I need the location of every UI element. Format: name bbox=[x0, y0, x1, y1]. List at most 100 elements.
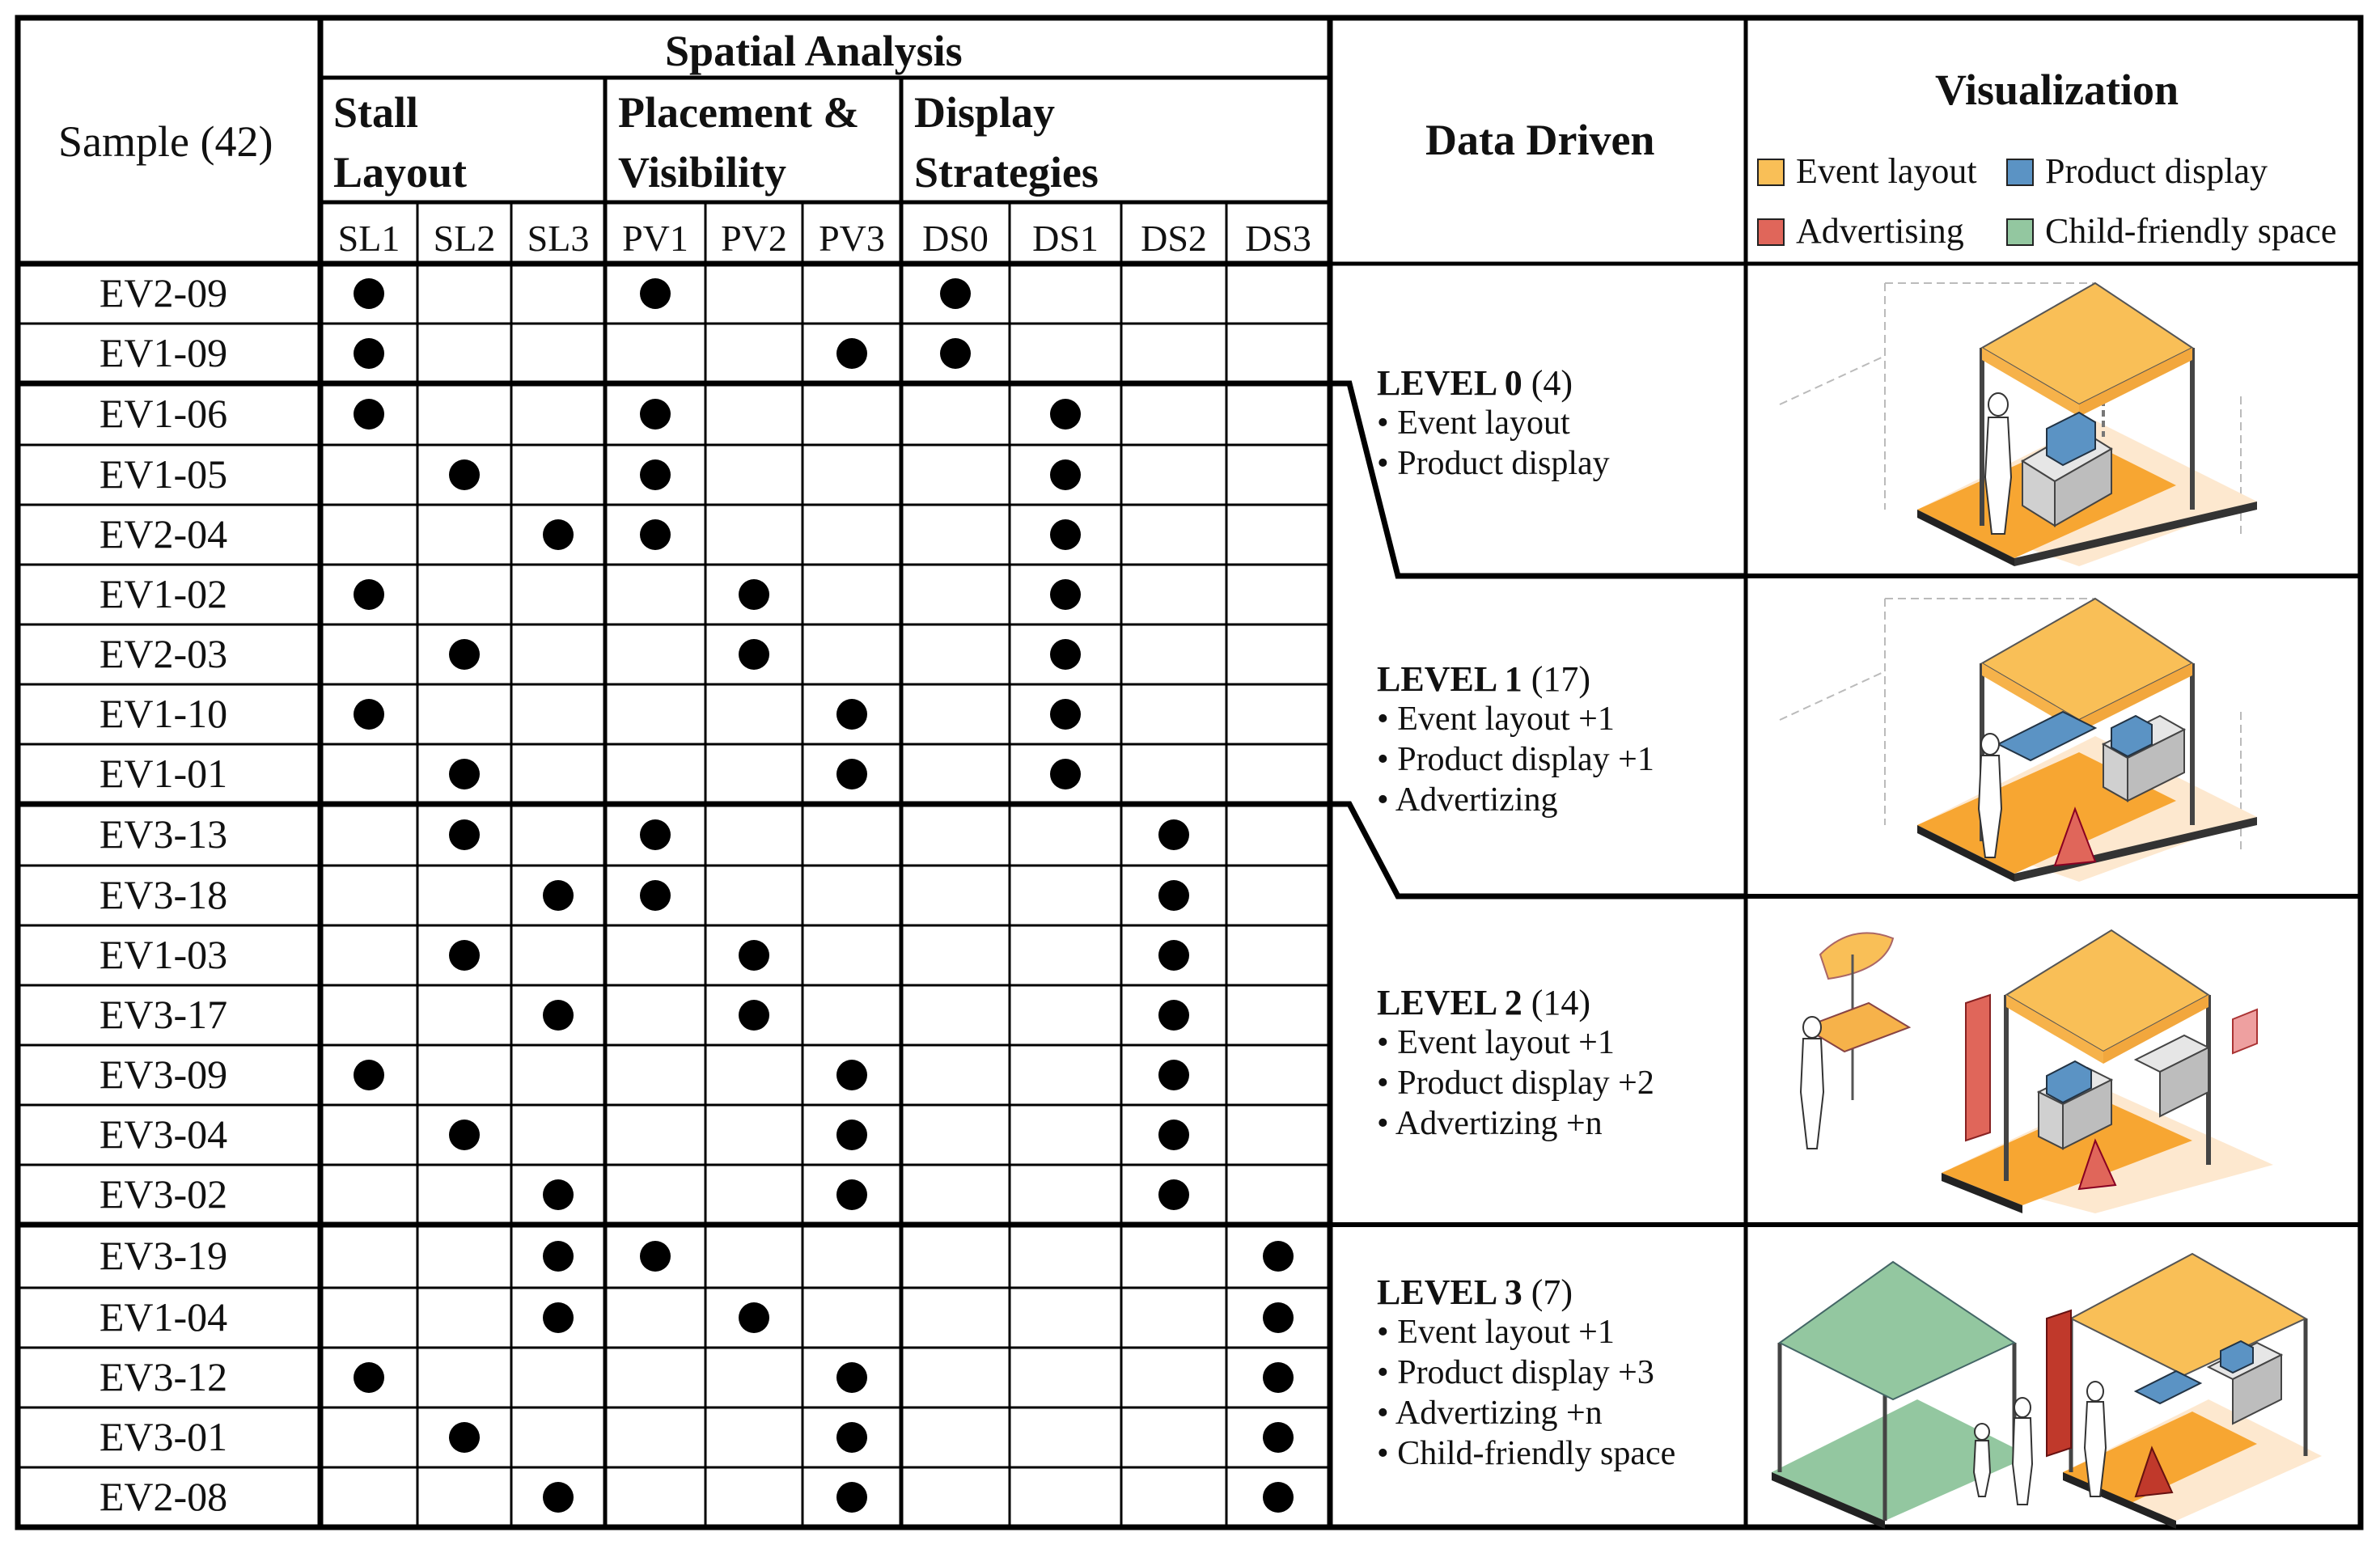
mark-ev3-19-sl3 bbox=[543, 1241, 574, 1272]
column-label-pv1: PV1 bbox=[622, 218, 688, 259]
mark-ev3-17-ds2 bbox=[1158, 1000, 1189, 1031]
row-label-ev3-19: EV3-19 bbox=[99, 1233, 228, 1278]
level-0-connector bbox=[1330, 380, 1746, 579]
mark-ev2-09-sl1 bbox=[354, 278, 384, 309]
row-label-ev1-03: EV1-03 bbox=[99, 932, 228, 977]
level-1-bullet-1: • Event layout +1 bbox=[1377, 701, 1615, 738]
mark-ev3-09-ds2 bbox=[1158, 1060, 1189, 1090]
level-2-stall-illustration bbox=[1799, 929, 2273, 1213]
mark-ev1-09-ds0 bbox=[940, 338, 971, 369]
row-label-ev2-08: EV2-08 bbox=[99, 1474, 228, 1519]
mark-ev3-04-pv3 bbox=[836, 1120, 867, 1150]
level-0-title: LEVEL 0 (4) bbox=[1377, 363, 1573, 403]
level-3-bullet-4: • Child-friendly space bbox=[1377, 1435, 1676, 1472]
mark-ev3-12-pv3 bbox=[836, 1362, 867, 1393]
mark-ev1-05-sl2 bbox=[449, 459, 480, 490]
group-placement-visibility-line1: Placement & bbox=[618, 88, 860, 137]
mark-ev3-01-ds3 bbox=[1263, 1422, 1294, 1453]
legend-swatch-advertising bbox=[1757, 218, 1785, 246]
row-label-ev3-02: EV3-02 bbox=[99, 1171, 228, 1217]
column-label-sl3: SL3 bbox=[527, 218, 590, 259]
row-label-ev3-09: EV3-09 bbox=[99, 1052, 228, 1097]
mark-ev3-13-ds2 bbox=[1158, 819, 1189, 850]
row-label-ev3-01: EV3-01 bbox=[99, 1414, 228, 1459]
row-label-ev3-17: EV3-17 bbox=[99, 992, 228, 1037]
row-label-ev1-09: EV1-09 bbox=[99, 330, 228, 375]
column-label-pv3: PV3 bbox=[819, 218, 885, 259]
row-label-ev1-06: EV1-06 bbox=[99, 391, 228, 436]
mark-ev3-18-sl3 bbox=[543, 880, 574, 911]
column-label-ds3: DS3 bbox=[1245, 218, 1311, 259]
mark-ev3-04-ds2 bbox=[1158, 1120, 1189, 1150]
level-3-bullet-1: • Event layout +1 bbox=[1377, 1314, 1615, 1351]
mark-ev3-02-ds2 bbox=[1158, 1179, 1189, 1210]
mark-ev1-05-pv1 bbox=[640, 459, 671, 490]
legend-swatch-product-display bbox=[2006, 159, 2034, 186]
sample-header: Sample (42) bbox=[58, 117, 273, 166]
mark-ev3-09-sl1 bbox=[354, 1060, 384, 1090]
mark-ev2-03-pv2 bbox=[739, 639, 769, 670]
legend-label-advertising: Advertising bbox=[1796, 211, 1964, 251]
mark-ev2-04-ds1 bbox=[1050, 519, 1081, 550]
mark-ev1-09-sl1 bbox=[354, 338, 384, 369]
right-table-frame bbox=[1327, 15, 2364, 1530]
mark-ev3-13-sl2 bbox=[449, 819, 480, 850]
mark-ev3-02-pv3 bbox=[836, 1179, 867, 1210]
mark-ev1-03-pv2 bbox=[739, 940, 769, 971]
row-label-ev1-01: EV1-01 bbox=[99, 751, 228, 796]
row-label-ev3-18: EV3-18 bbox=[99, 872, 228, 917]
column-label-ds1: DS1 bbox=[1032, 218, 1099, 259]
row-label-ev3-04: EV3-04 bbox=[99, 1111, 228, 1157]
level-2-title: LEVEL 2 (14) bbox=[1377, 983, 1591, 1022]
mark-ev3-12-ds3 bbox=[1263, 1362, 1294, 1393]
column-label-pv2: PV2 bbox=[721, 218, 787, 259]
row-label-ev1-05: EV1-05 bbox=[99, 451, 228, 497]
level-3-title: LEVEL 3 (7) bbox=[1377, 1272, 1573, 1312]
level-2-bullet-2: • Product display +2 bbox=[1377, 1065, 1654, 1102]
mark-ev3-19-pv1 bbox=[640, 1241, 671, 1272]
level-0-stall-illustration bbox=[1779, 281, 2257, 566]
level-3-stall-illustration bbox=[1772, 1252, 2322, 1529]
legend-label-event-layout: Event layout bbox=[1796, 151, 1977, 191]
mark-ev1-10-sl1 bbox=[354, 699, 384, 730]
legend-swatch-event-layout bbox=[1757, 159, 1785, 186]
level-0-bullet-2: • Product display bbox=[1377, 445, 1610, 482]
legend-label-child-friendly-space: Child-friendly space bbox=[2045, 211, 2337, 251]
mark-ev1-01-ds1 bbox=[1050, 759, 1081, 789]
spatial-analysis-header: Spatial Analysis bbox=[665, 27, 963, 75]
mark-ev1-04-sl3 bbox=[543, 1302, 574, 1333]
mark-ev3-09-pv3 bbox=[836, 1060, 867, 1090]
group-stall-layout-line1: Stall bbox=[333, 88, 419, 137]
column-label-sl1: SL1 bbox=[337, 218, 400, 259]
row-label-ev3-12: EV3-12 bbox=[99, 1354, 228, 1399]
mark-ev3-04-sl2 bbox=[449, 1120, 480, 1150]
mark-ev1-05-ds1 bbox=[1050, 459, 1081, 490]
level-1-bullet-3: • Advertizing bbox=[1377, 781, 1558, 819]
mark-ev1-04-pv2 bbox=[739, 1302, 769, 1333]
mark-ev2-03-ds1 bbox=[1050, 639, 1081, 670]
mark-ev2-09-ds0 bbox=[940, 278, 971, 309]
level-2-bullet-3: • Advertizing +n bbox=[1377, 1105, 1603, 1142]
mark-ev3-19-ds3 bbox=[1263, 1241, 1294, 1272]
level-3-bullet-3: • Advertizing +n bbox=[1377, 1395, 1603, 1432]
mark-ev1-06-ds1 bbox=[1050, 399, 1081, 430]
mark-ev1-09-pv3 bbox=[836, 338, 867, 369]
level-1-stall-illustration bbox=[1779, 597, 2257, 882]
group-placement-visibility-line2: Visibility bbox=[618, 148, 787, 197]
level-2-bullet-1: • Event layout +1 bbox=[1377, 1024, 1615, 1061]
row-label-ev1-02: EV1-02 bbox=[99, 571, 228, 616]
legend-swatch-child-friendly-space bbox=[2006, 218, 2034, 246]
mark-ev1-02-sl1 bbox=[354, 579, 384, 610]
mark-ev3-18-pv1 bbox=[640, 880, 671, 911]
legend-label-product-display: Product display bbox=[2045, 151, 2268, 191]
data-driven-header: Data Driven bbox=[1425, 116, 1655, 164]
mark-ev3-12-sl1 bbox=[354, 1362, 384, 1393]
mark-ev2-09-pv1 bbox=[640, 278, 671, 309]
mark-ev3-13-pv1 bbox=[640, 819, 671, 850]
mark-ev3-18-ds2 bbox=[1158, 880, 1189, 911]
group-display-strategies-line1: Display bbox=[914, 88, 1056, 137]
mark-ev2-04-sl3 bbox=[543, 519, 574, 550]
group-stall-layout-line2: Layout bbox=[333, 148, 468, 197]
row-label-ev2-03: EV2-03 bbox=[99, 631, 228, 676]
